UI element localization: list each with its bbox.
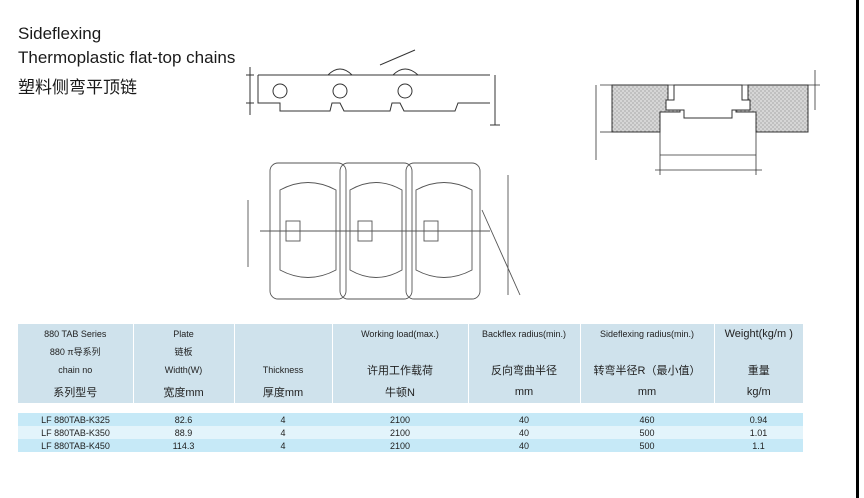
width-cell: 88.9 xyxy=(133,426,234,439)
header-cell: 880 π导系列 xyxy=(18,343,133,359)
sideflex-radius-cell: 500 xyxy=(580,439,714,452)
header-row-1: 880 TAB Series Plate Working load(max.) … xyxy=(18,324,803,343)
header-cell xyxy=(579,343,714,359)
header-cell: 880 TAB Series xyxy=(18,324,133,343)
header-cell xyxy=(467,343,580,359)
header-cell: chain no xyxy=(18,359,133,381)
header-cell: 宽度mm xyxy=(132,381,234,403)
header-cell: 系列型号 xyxy=(18,381,133,403)
header-cell: Backflex radius(min.) xyxy=(467,324,580,343)
header-cell: 链板 xyxy=(132,343,234,359)
table-row: LF 880TAB-K325 82.6 4 2100 40 460 0.94 xyxy=(18,413,803,426)
header-cell: Sideflexing radius(min.) xyxy=(579,324,714,343)
backflex-radius-cell: 40 xyxy=(468,413,580,426)
thickness-cell: 4 xyxy=(234,439,332,452)
header-cell: Working load(max.) xyxy=(331,324,468,343)
header-cell: 反向弯曲半径 xyxy=(467,359,580,381)
header-cell: 许用工作载荷 xyxy=(331,359,468,381)
table-spacer xyxy=(18,403,803,413)
title-line-1: Sideflexing xyxy=(18,24,102,43)
weight-cell: 1.01 xyxy=(714,426,803,439)
header-cell: mm xyxy=(467,381,580,403)
header-cell xyxy=(331,343,468,359)
header-cell: kg/m xyxy=(713,381,803,403)
table-row: LF 880TAB-K350 88.9 4 2100 40 500 1.01 xyxy=(18,426,803,439)
header-cell xyxy=(233,343,332,359)
header-row-2: 880 π导系列 链板 xyxy=(18,343,803,359)
backflex-radius-cell: 40 xyxy=(468,426,580,439)
width-cell: 114.3 xyxy=(133,439,234,452)
spec-table: 880 TAB Series Plate Working load(max.) … xyxy=(18,324,803,452)
thickness-cell: 4 xyxy=(234,413,332,426)
header-row-4: 系列型号 宽度mm 厚度mm 牛顿N mm mm kg/m xyxy=(18,381,803,403)
working-load-cell: 2100 xyxy=(332,439,468,452)
sideflex-radius-cell: 460 xyxy=(580,413,714,426)
table-row: LF 880TAB-K450 114.3 4 2100 40 500 1.1 xyxy=(18,439,803,452)
header-cell: 厚度mm xyxy=(233,381,332,403)
title-line-2: Thermoplastic flat-top chains xyxy=(18,48,236,67)
width-cell: 82.6 xyxy=(133,413,234,426)
chain-no-cell: LF 880TAB-K325 xyxy=(18,413,133,426)
header-cell: 牛顿N xyxy=(331,381,468,403)
backflex-radius-cell: 40 xyxy=(468,439,580,452)
title-line-3: 塑料侧弯平顶链 xyxy=(18,78,137,98)
header-cell: 重量 xyxy=(713,359,803,381)
header-row-3: chain no Width(W) Thickness 许用工作载荷 反向弯曲半… xyxy=(18,359,803,381)
header-cell: mm xyxy=(579,381,714,403)
thickness-cell: 4 xyxy=(234,426,332,439)
weight-cell: 1.1 xyxy=(714,439,803,452)
weight-cell: 0.94 xyxy=(714,413,803,426)
header-cell xyxy=(233,324,332,343)
header-cell: Thickness xyxy=(233,359,332,381)
chain-side-view-drawing xyxy=(246,49,500,126)
header-cell: 转弯半径R（最小值） xyxy=(579,359,714,381)
header-cell: Plate xyxy=(132,324,234,343)
chain-top-view-drawing xyxy=(247,162,521,300)
chain-no-cell: LF 880TAB-K450 xyxy=(18,439,133,452)
header-cell: Weight(kg/m ) xyxy=(713,324,803,343)
header-cell xyxy=(713,343,803,359)
sideflex-radius-cell: 500 xyxy=(580,426,714,439)
working-load-cell: 2100 xyxy=(332,413,468,426)
working-load-cell: 2100 xyxy=(332,426,468,439)
header-cell: Width(W) xyxy=(132,359,234,381)
page-edge-rule xyxy=(856,0,859,498)
chain-cross-section-drawing xyxy=(595,70,820,175)
chain-no-cell: LF 880TAB-K350 xyxy=(18,426,133,439)
